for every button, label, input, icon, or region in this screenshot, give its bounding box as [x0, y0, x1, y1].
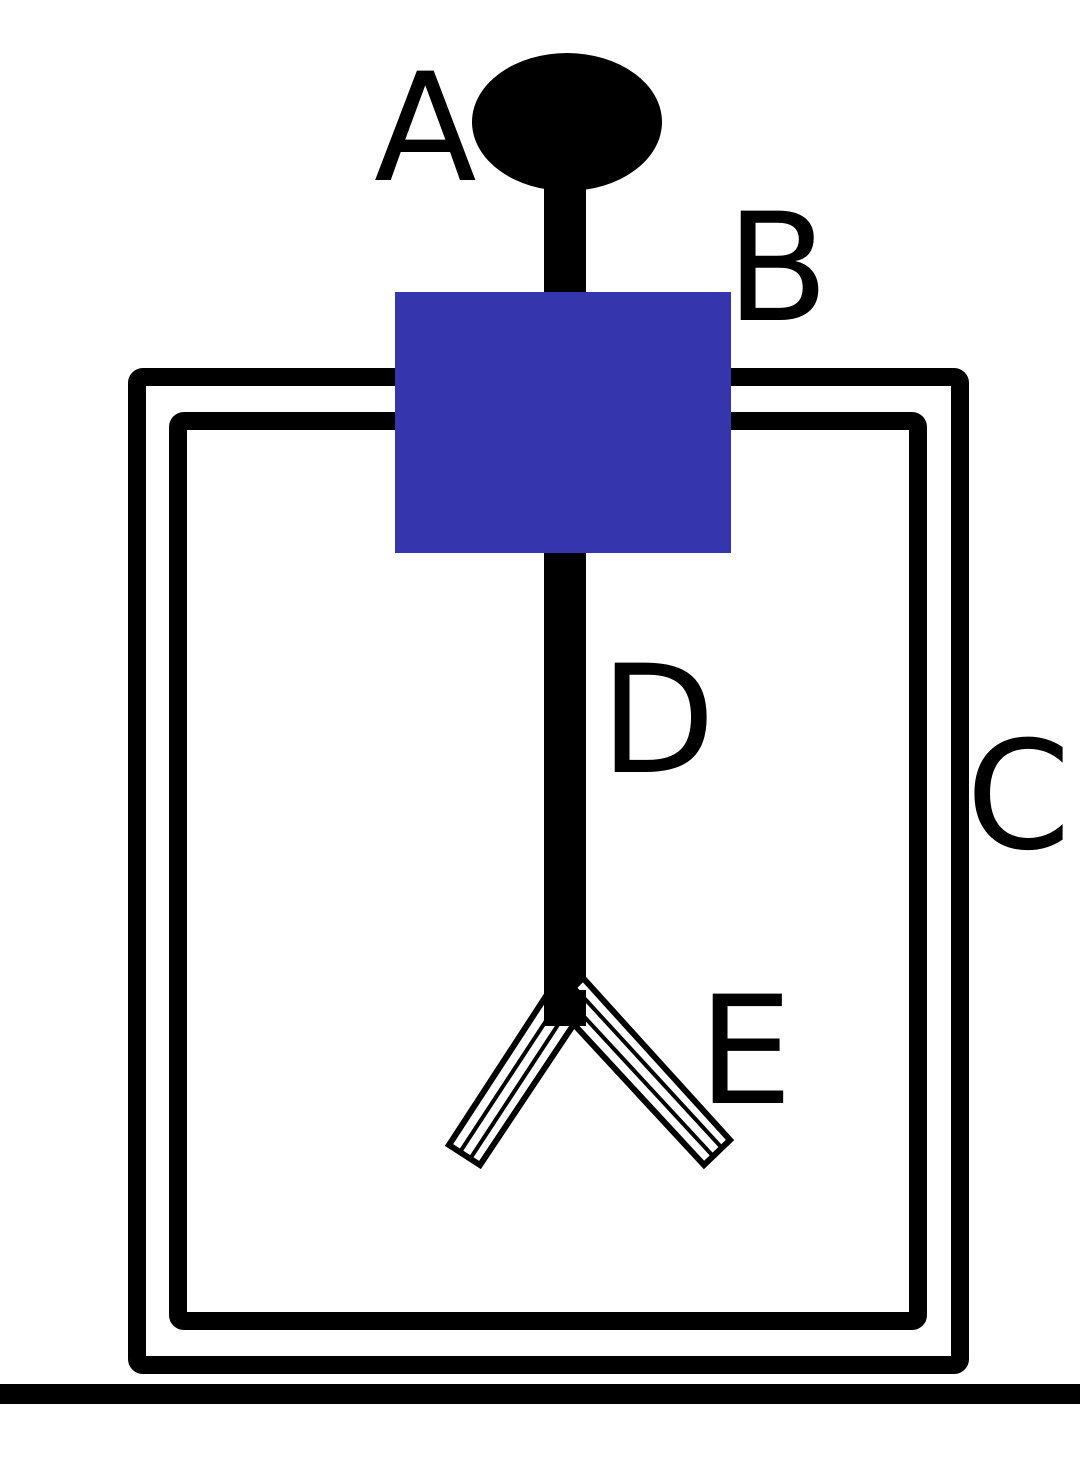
lid-block [395, 292, 731, 553]
label-a: A [374, 42, 477, 216]
paddle-hub [544, 990, 586, 1026]
stirrer-handle-knob [472, 53, 662, 191]
label-e: E [698, 965, 793, 1139]
stirrer-paddle [444, 973, 735, 1170]
label-c: C [966, 710, 1071, 884]
label-d: D [600, 634, 716, 808]
label-b: B [726, 182, 829, 356]
